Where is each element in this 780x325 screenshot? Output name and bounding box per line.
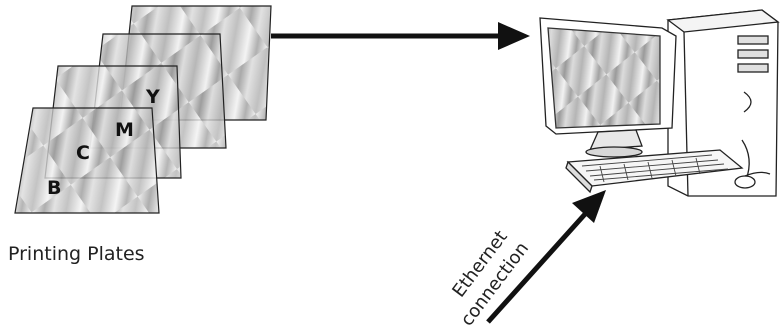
ethernet-label: Ethernet connection — [448, 227, 533, 325]
printing-plates-caption: Printing Plates — [8, 243, 145, 265]
plate-letter-y: Y — [145, 86, 160, 108]
plate-letter-c: C — [76, 142, 90, 164]
computer-mouse — [734, 171, 771, 189]
computer-tower — [666, 9, 780, 197]
plate-letter-m: M — [115, 119, 134, 141]
plate-letter-b: B — [47, 177, 61, 199]
ethernet-arrow — [486, 190, 606, 324]
computer-monitor — [539, 17, 677, 158]
printing-plates: B C M Y — [14, 5, 272, 214]
plate-b — [14, 107, 160, 214]
computer-keyboard — [565, 149, 744, 194]
plates-to-computer-arrow — [271, 22, 530, 50]
computer-illustration — [539, 9, 780, 197]
